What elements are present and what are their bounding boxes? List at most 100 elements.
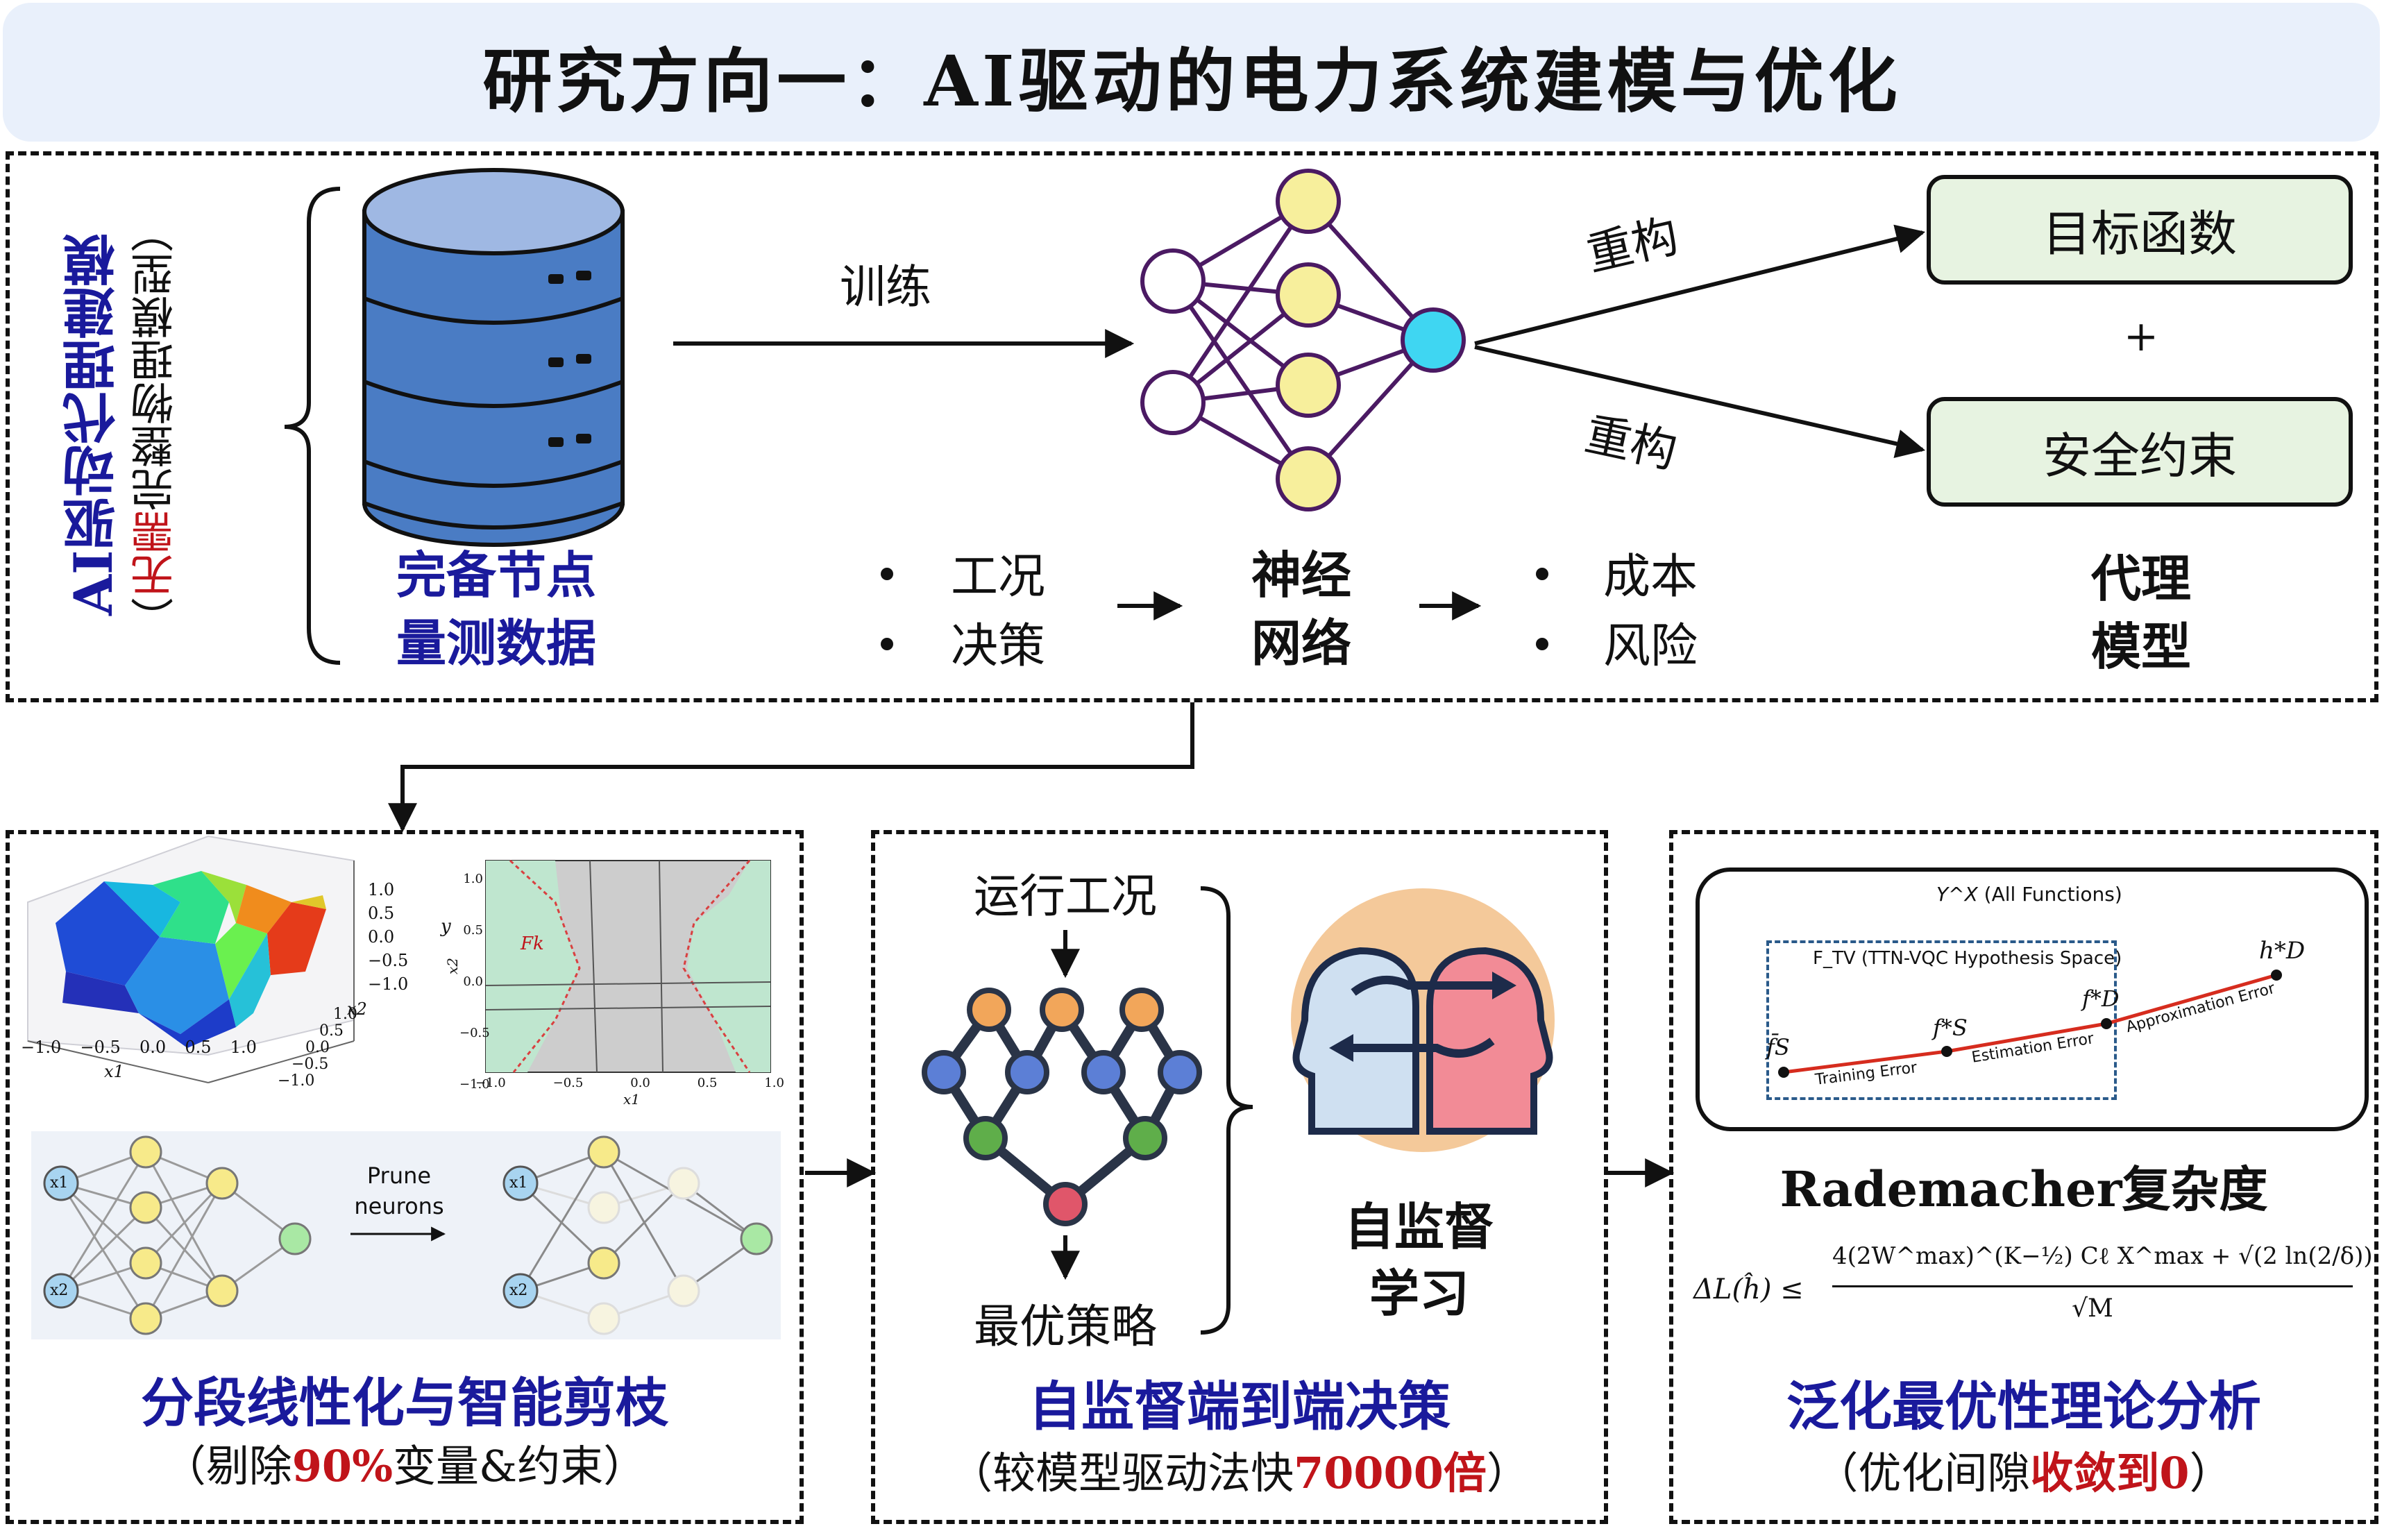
self-supervised-label: 自监督 学习 bbox=[1322, 1194, 1516, 1327]
point-hd-star-label: h*D bbox=[2259, 937, 2306, 965]
output-list: 成本 风险 bbox=[1603, 543, 1698, 682]
plot3d-z-ticks: 1.0 0.5 0.0 −0.5 −1.0 bbox=[368, 878, 408, 996]
point-fs-bar-label: f̄S bbox=[1766, 1034, 1790, 1060]
network-pruned bbox=[502, 1135, 773, 1335]
tick-label: −1.0 bbox=[459, 1077, 490, 1092]
database-icon bbox=[362, 168, 625, 547]
tick-label: −0.5 bbox=[291, 1056, 329, 1073]
plot3d-y-label: x2 bbox=[347, 999, 367, 1019]
formula-numerator: 4(2W^max)^(K−½) Cℓ X^max + √(2 ln(2/δ)) bbox=[1832, 1242, 2373, 1270]
all-functions-text: (All Functions) bbox=[1984, 883, 2122, 906]
plot3d-y-ticks: 1.0 0.5 0.0 −0.5 −1.0 bbox=[264, 1006, 357, 1090]
left-panel bbox=[6, 830, 804, 1524]
tick-label: 0.5 bbox=[697, 1076, 718, 1090]
ssl-label-line1: 自监督 bbox=[1344, 1197, 1494, 1256]
middle-panel bbox=[871, 830, 1608, 1524]
neural-network-icon bbox=[1140, 169, 1466, 511]
tick-label: 0.0 bbox=[140, 1038, 167, 1057]
tick-label: 0.5 bbox=[368, 904, 395, 923]
proxy-label-line2: 模型 bbox=[2090, 617, 2191, 676]
tick-label: 0.5 bbox=[463, 923, 483, 938]
connector-arrow bbox=[388, 702, 1194, 833]
data-label: 完备节点 量测数据 bbox=[361, 541, 632, 677]
tick-label: 1.0 bbox=[368, 880, 395, 899]
bullet-dot bbox=[1536, 568, 1548, 580]
tick-label: −0.5 bbox=[552, 1076, 584, 1090]
hypothesis-space-label: F_TV (TTN-VQC Hypothesis Space) bbox=[1813, 948, 2122, 969]
point-hd-star bbox=[2271, 970, 2282, 981]
tick-label: −1.0 bbox=[475, 1076, 506, 1090]
tick-label: 1.0 bbox=[333, 1006, 357, 1023]
region-plot-2d bbox=[485, 859, 771, 1073]
function-space-frame bbox=[1696, 868, 2369, 1131]
proxy-label: 代理 模型 bbox=[2061, 545, 2221, 681]
tick-label: −1.0 bbox=[21, 1038, 62, 1057]
right-panel-heading: 泛化最优性理论分析 bbox=[1786, 1376, 2261, 1437]
middle-sub-prefix: （较模型驱动法快 bbox=[949, 1448, 1294, 1498]
bullet-dot bbox=[881, 568, 893, 580]
reconstruct-arrow-top bbox=[1474, 224, 1926, 346]
tick-label: 0.5 bbox=[185, 1038, 212, 1057]
surface-plot-3d bbox=[27, 835, 355, 1083]
right-sub-prefix: （优化间隙 bbox=[1815, 1448, 2031, 1498]
bullet-dot bbox=[881, 638, 893, 650]
left-panel-subheading: （剔除90%变量&约束） bbox=[6, 1431, 804, 1494]
formula-bar bbox=[1832, 1285, 2353, 1287]
middle-sub-suffix: ） bbox=[1486, 1448, 1530, 1498]
hypothesis-symbol: F_TV bbox=[1813, 948, 1856, 969]
plot3d-z-label: y bbox=[441, 916, 451, 937]
all-functions-label: Y^X (All Functions) bbox=[1936, 883, 2122, 906]
tick-label: 0.0 bbox=[305, 1039, 330, 1056]
input-item: 决策 bbox=[951, 619, 1046, 674]
ssl-label-line2: 学习 bbox=[1369, 1264, 1469, 1323]
bound-formula: ΔL(ĥ) ≤ 4(2W^max)^(K−½) Cℓ X^max + √(2 l… bbox=[1693, 1242, 2373, 1339]
plot2d-x-ticks: −1.0 −0.5 0.0 0.5 1.0 bbox=[475, 1076, 784, 1090]
proxy-label-line1: 代理 bbox=[2090, 549, 2191, 608]
tick-label: −1.0 bbox=[278, 1072, 315, 1090]
point-fs-star bbox=[1941, 1046, 1952, 1057]
reconstruct-arrow-bottom bbox=[1474, 345, 1926, 459]
output-item: 成本 bbox=[1603, 550, 1698, 604]
tick-label: 1.0 bbox=[764, 1076, 784, 1090]
nn-label: 神经 网络 bbox=[1221, 541, 1381, 677]
input-node-label: x2 bbox=[509, 1282, 528, 1299]
point-fs-star-label: f*S bbox=[1933, 1015, 1968, 1041]
prune-label-line2: neurons bbox=[354, 1193, 444, 1219]
tick-label: −1.0 bbox=[368, 974, 409, 994]
all-functions-symbol: Y^X bbox=[1936, 883, 1978, 906]
constraint-box: 安全约束 bbox=[1927, 397, 2353, 507]
tick-label: 1.0 bbox=[463, 872, 483, 886]
input-node-label: x1 bbox=[509, 1174, 528, 1192]
prune-label: Prune neurons bbox=[340, 1160, 458, 1221]
right-sub-highlight: 收敛到0 bbox=[2030, 1448, 2190, 1498]
plot3d-x-label: x1 bbox=[104, 1062, 124, 1081]
page-title: 研究方向一：AI驱动的电力系统建模与优化 bbox=[482, 40, 1902, 122]
hypothesis-text: (TTN-VQC Hypothesis Space) bbox=[1861, 948, 2122, 969]
formula-lhs: ΔL(ĥ) ≤ bbox=[1693, 1274, 1804, 1305]
middle-panel-heading: 自监督端到端决策 bbox=[1029, 1376, 1451, 1437]
left-sub-highlight: 90% bbox=[291, 1441, 393, 1491]
right-panel-subheading: （优化间隙收敛到0） bbox=[1669, 1438, 2378, 1500]
middle-output-label: 最优策略 bbox=[974, 1300, 1157, 1353]
tick-label: −0.5 bbox=[80, 1038, 121, 1057]
plus-sign: + bbox=[2123, 312, 2159, 361]
left-sub-suffix: 变量&约束） bbox=[393, 1441, 647, 1491]
tick-label: 0.0 bbox=[463, 974, 483, 989]
tick-label: 1.0 bbox=[230, 1038, 257, 1057]
point-fd-star-label: f*D bbox=[2082, 985, 2120, 1012]
tick-label: −0.5 bbox=[368, 951, 409, 970]
prune-label-line1: Prune bbox=[366, 1162, 432, 1189]
network-full bbox=[43, 1135, 312, 1335]
right-sub-suffix: ） bbox=[2189, 1448, 2233, 1498]
top-panel bbox=[6, 151, 2378, 702]
left-panel-heading: 分段线性化与智能剪枝 bbox=[141, 1372, 668, 1434]
nn-label-line2: 网络 bbox=[1251, 614, 1351, 672]
plot2d-y-ticks: 1.0 0.5 0.0 −0.5 −1.0 bbox=[459, 854, 490, 1110]
self-supervised-icon bbox=[1291, 888, 1555, 1152]
formula-denominator: √M bbox=[2072, 1294, 2113, 1323]
output-item: 风险 bbox=[1603, 619, 1698, 674]
